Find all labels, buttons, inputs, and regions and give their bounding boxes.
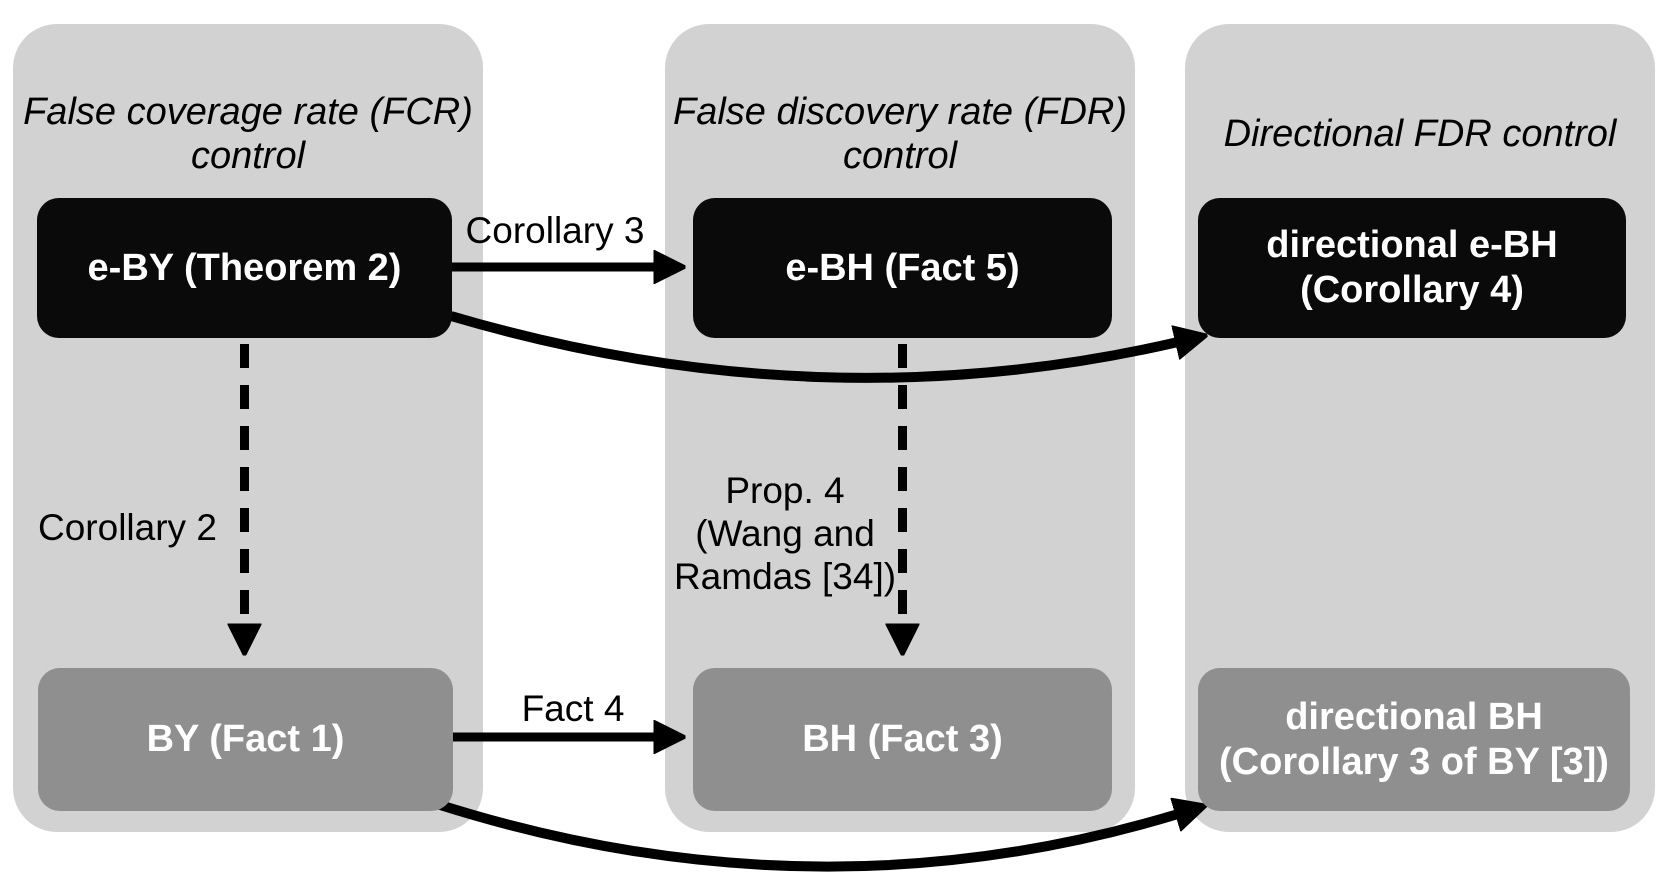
node-e-bh-label: e-BH (Fact 5) <box>785 246 1020 289</box>
node-e-by: e-BY (Theorem 2) <box>37 198 452 338</box>
edge-label-corollary-3: Corollary 3 <box>465 210 645 251</box>
node-directional-e-bh-label-line2: (Corollary 4) <box>1300 269 1524 311</box>
panel-title-fdr-line2: control <box>842 135 958 177</box>
panel-title-directional-fdr: Directional FDR control <box>1185 90 1655 178</box>
edge-label-prop-4-line3: Ramdas [34]) <box>673 556 897 597</box>
panel-title-fcr: False coverage rate (FCR) control <box>13 90 483 178</box>
panel-title-fdr-line1: False discovery rate (FDR) <box>673 91 1127 133</box>
panel-title-fcr-line2: control <box>190 135 306 177</box>
edge-label-corollary-2: Corollary 2 <box>38 507 217 548</box>
node-by: BY (Fact 1) <box>38 668 453 811</box>
node-directional-bh: directional BH (Corollary 3 of BY [3]) <box>1198 668 1630 811</box>
node-e-by-label: e-BY (Theorem 2) <box>87 246 402 289</box>
edge-label-prop-4-line2: (Wang and <box>695 513 875 554</box>
node-e-bh: e-BH (Fact 5) <box>693 198 1112 338</box>
node-directional-e-bh: directional e-BH (Corollary 4) <box>1198 198 1626 338</box>
edge-label-prop-4: Prop. 4 (Wang and Ramdas [34]) <box>655 469 915 598</box>
edge-label-fact-4: Fact 4 <box>521 688 625 729</box>
node-bh-label: BH (Fact 3) <box>802 718 1003 760</box>
node-directional-bh-label-line1: directional BH <box>1285 695 1543 738</box>
node-directional-bh-label-line2: (Corollary 3 of BY [3]) <box>1219 740 1609 783</box>
node-bh: BH (Fact 3) <box>693 668 1112 811</box>
panel-title-fcr-line1: False coverage rate (FCR) <box>23 91 473 133</box>
node-directional-e-bh-label-line1: directional e-BH <box>1266 224 1558 266</box>
edge-label-prop-4-line1: Prop. 4 <box>725 470 845 511</box>
node-by-label: BY (Fact 1) <box>146 718 345 760</box>
panel-title-fdr: False discovery rate (FDR) control <box>665 90 1135 178</box>
panel-title-directional-fdr-line1: Directional FDR control <box>1223 113 1617 155</box>
